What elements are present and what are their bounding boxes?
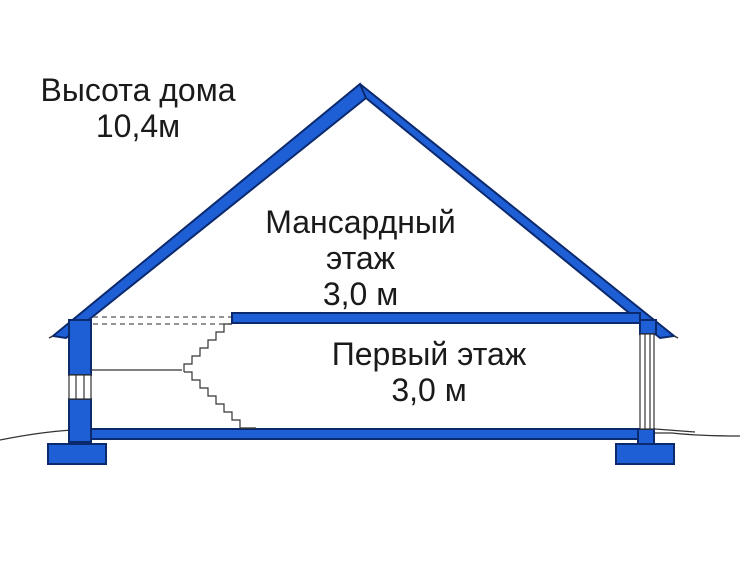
- right-window: [639, 333, 655, 430]
- left-window: [68, 374, 92, 400]
- attic-floor-subtitle: этаж: [325, 240, 396, 276]
- attic-floor-title: Мансардный: [265, 204, 456, 240]
- ground-floor-label: Первый этаж 3,0 м: [298, 336, 560, 408]
- structure: [47, 312, 675, 465]
- roof-slopes: [50, 82, 677, 340]
- right-wall-top: [639, 319, 657, 335]
- left-wall-lower: [68, 398, 92, 443]
- staircase: [183, 323, 256, 429]
- house-height-label: Высота дома 10,4м: [18, 72, 258, 144]
- ground-floor-height: 3,0 м: [391, 372, 467, 408]
- ground-line: [0, 428, 740, 441]
- house-height-value: 10,4м: [95, 108, 181, 144]
- attic-floor-height: 3,0 м: [322, 276, 399, 312]
- attic-dashed-lines: [93, 316, 232, 325]
- attic-floor-slab: [231, 312, 641, 324]
- ground-floor-title: Первый этаж: [331, 336, 527, 372]
- windows: [68, 333, 655, 430]
- house-height-title: Высота дома: [40, 72, 236, 108]
- roof-eave-lines: [48, 335, 679, 339]
- left-foundation: [47, 443, 107, 465]
- ground-floor-slab: [89, 428, 641, 440]
- left-wall-upper: [68, 319, 92, 376]
- attic-floor-label: Мансардный этаж 3,0 м: [238, 204, 483, 312]
- right-foundation: [615, 443, 675, 465]
